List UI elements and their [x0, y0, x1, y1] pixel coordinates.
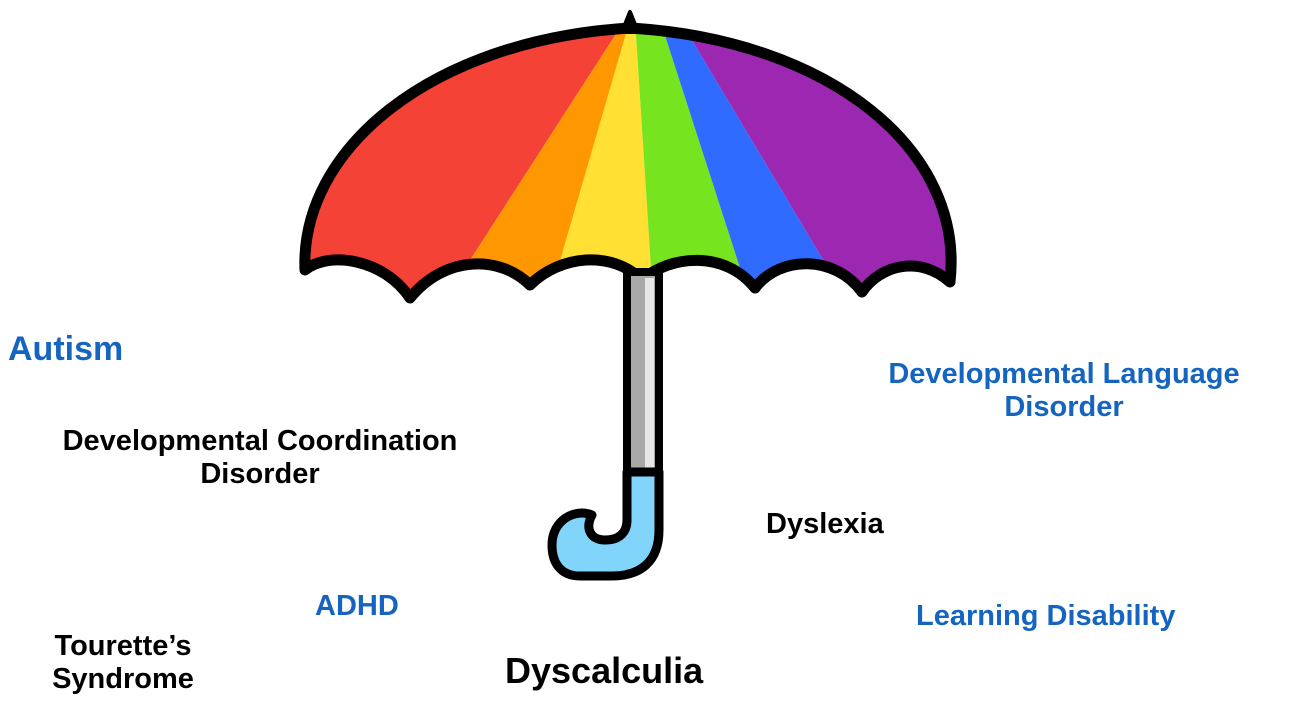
label-dcd-line-1: Developmental Coordination [6, 425, 514, 458]
label-tourette-line-1: Tourette’s [18, 630, 228, 663]
label-adhd: ADHD [315, 590, 399, 623]
label-tourettes-syndrome: Tourette’s Syndrome [18, 630, 228, 697]
label-developmental-language-disorder: Developmental Language Disorder [838, 358, 1290, 425]
shaft-highlight [645, 278, 654, 468]
label-developmental-coordination-disorder: Developmental Coordination Disorder [6, 425, 514, 492]
label-learning-disability: Learning Disability [916, 600, 1175, 633]
umbrella-tip [622, 12, 638, 32]
label-dyslexia: Dyslexia [766, 508, 884, 541]
label-dcd-line-2: Disorder [6, 458, 514, 491]
label-autism: Autism [8, 330, 123, 369]
umbrella-handle [552, 472, 659, 576]
label-dyscalculia: Dyscalculia [505, 650, 703, 691]
label-dld-line-2: Disorder [838, 391, 1290, 424]
umbrella-shaft [627, 272, 659, 472]
label-tourette-line-2: Syndrome [18, 663, 228, 696]
label-dld-line-1: Developmental Language [838, 358, 1290, 391]
